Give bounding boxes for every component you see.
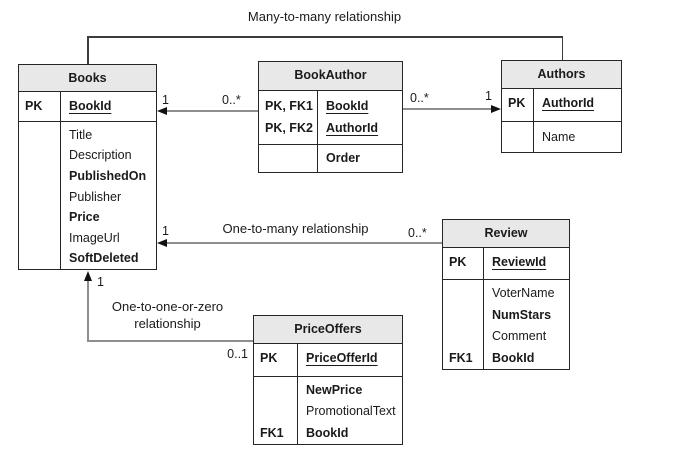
field-name: Publisher xyxy=(69,189,122,204)
entity-table-review: Review PK ReviewId FK1 VoterName NumStar… xyxy=(442,219,570,370)
key-label xyxy=(25,187,58,208)
key-label xyxy=(25,248,58,269)
key-label: PK, FK2 xyxy=(265,121,313,135)
entity-table-priceoffers: PriceOffers PK PriceOfferId FK1 NewPrice… xyxy=(253,315,403,445)
field-name: ImageUrl xyxy=(69,230,120,245)
field-name: Name xyxy=(542,130,576,144)
field-name: Order xyxy=(326,151,361,165)
table-body-section: Order xyxy=(259,144,402,172)
key-label xyxy=(449,305,481,327)
key-label xyxy=(25,145,58,166)
entity-table-authors: Authors PK AuthorId Name xyxy=(501,60,622,153)
key-label xyxy=(25,125,58,146)
cardinality-label: 0..* xyxy=(410,91,429,105)
table-title: Review xyxy=(443,220,569,248)
cardinality-label: 0..* xyxy=(408,226,427,240)
arrowhead-up-icon xyxy=(83,271,92,281)
field-name: PublishedOn xyxy=(69,169,147,184)
table-key-section: PK, FK1 PK, FK2 BookId AuthorId xyxy=(259,91,402,144)
arrowhead-right-icon xyxy=(491,104,501,113)
relationship-line-bookauthor-authors xyxy=(403,108,495,110)
arrowhead-left-icon xyxy=(157,238,167,247)
field-name: Comment xyxy=(492,329,547,343)
key-label: PK xyxy=(260,351,278,366)
relationship-label-line: relationship xyxy=(134,315,201,331)
table-title: Authors xyxy=(502,61,621,89)
key-field-name: BookId xyxy=(326,99,369,113)
key-label: FK1 xyxy=(449,350,473,365)
entity-table-bookauthor: BookAuthor PK, FK1 PK, FK2 BookId Author… xyxy=(258,61,403,173)
key-label xyxy=(265,148,315,168)
field-name: PromotionalText xyxy=(306,404,396,418)
one-to-many-relationship-label: One-to-many relationship xyxy=(222,221,369,236)
key-label xyxy=(25,207,58,228)
cardinality-label: 0..* xyxy=(222,93,241,107)
field-name: Description xyxy=(69,148,132,163)
relationship-label-line: One-to-one-or-zero xyxy=(111,299,224,314)
relationship-line-priceoffers-books-vertical xyxy=(87,279,89,342)
key-field-name: PriceOfferId xyxy=(306,351,378,366)
many-to-many-bracket-top-segment xyxy=(87,36,563,38)
relationship-line-priceoffers-books-horizontal xyxy=(87,340,253,342)
cardinality-label: 1 xyxy=(162,93,169,107)
many-to-many-bracket-left-segment xyxy=(87,37,89,64)
key-label xyxy=(260,401,295,423)
field-name: Title xyxy=(69,127,93,142)
key-label xyxy=(260,380,295,402)
field-name: BookId xyxy=(306,425,349,440)
field-name: VoterName xyxy=(492,286,555,300)
field-name: SoftDeleted xyxy=(69,251,139,266)
key-label: PK xyxy=(449,254,467,269)
key-label: PK xyxy=(508,96,526,110)
key-label xyxy=(25,228,58,249)
cardinality-label: 1 xyxy=(485,89,492,103)
field-name: BookId xyxy=(492,350,535,365)
many-to-many-bracket-right-segment xyxy=(561,36,563,60)
cardinality-label: 0..1 xyxy=(227,347,248,361)
key-field-name: BookId xyxy=(69,99,112,113)
entity-table-books: Books PK BookId Title Description xyxy=(18,64,157,270)
table-key-section: PK PriceOfferId xyxy=(254,344,402,376)
table-body-section: Name xyxy=(502,121,621,152)
arrowhead-left-icon xyxy=(157,106,167,115)
table-title: Books xyxy=(19,65,156,92)
table-key-section: PK BookId xyxy=(19,92,156,121)
table-key-section: PK ReviewId xyxy=(443,247,569,279)
table-body-section: Title Description PublishedOn Publisher … xyxy=(19,120,156,269)
key-label: PK xyxy=(25,99,43,113)
field-name: Price xyxy=(69,210,100,225)
key-field-name: AuthorId xyxy=(542,96,595,110)
field-name: NewPrice xyxy=(306,382,363,397)
cardinality-label: 1 xyxy=(97,275,104,289)
table-title: PriceOffers xyxy=(254,316,402,345)
cardinality-label: 1 xyxy=(162,224,169,238)
key-label xyxy=(25,166,58,187)
field-name: NumStars xyxy=(492,307,552,322)
key-field-name: AuthorId xyxy=(326,121,379,135)
table-body-section: FK1 NewPrice PromotionalText BookId xyxy=(254,375,402,444)
key-label xyxy=(449,283,481,305)
table-body-section: FK1 VoterName NumStars Comment BookId xyxy=(443,279,569,369)
relationship-line-review-books xyxy=(162,242,442,244)
key-label: FK1 xyxy=(260,425,284,440)
relationship-line-books-bookauthor xyxy=(162,110,258,112)
key-label xyxy=(508,125,531,145)
one-to-one-or-zero-relationship-label: One-to-one-or-zero relationship xyxy=(95,299,240,332)
table-title: BookAuthor xyxy=(259,62,402,91)
table-key-section: PK AuthorId xyxy=(502,89,621,121)
key-label: PK, FK1 xyxy=(265,99,313,113)
key-field-name: ReviewId xyxy=(492,254,547,269)
many-to-many-relationship-label: Many-to-many relationship xyxy=(247,9,402,24)
key-label xyxy=(449,326,481,348)
